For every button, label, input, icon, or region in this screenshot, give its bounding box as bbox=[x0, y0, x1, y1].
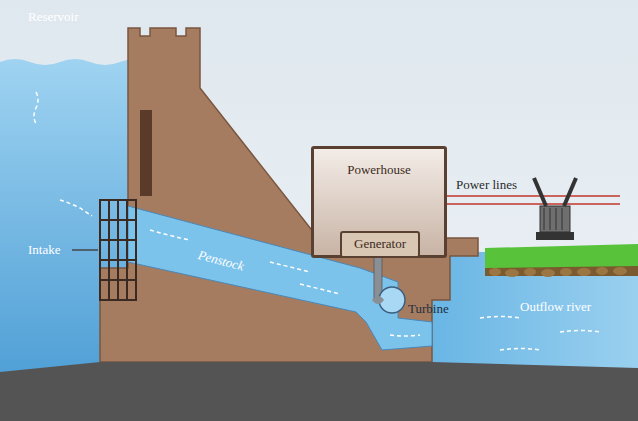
turbine-label: Turbine bbox=[408, 302, 449, 316]
intake-label: Intake bbox=[28, 243, 60, 257]
intake-leader bbox=[72, 249, 98, 250]
transformer-pylon bbox=[534, 178, 576, 240]
turbine-blade bbox=[372, 296, 384, 304]
powerhouse-title: Powerhouse bbox=[314, 163, 444, 177]
generator-box: Generator bbox=[340, 231, 420, 258]
stone-bank bbox=[485, 266, 638, 276]
river-water bbox=[420, 252, 638, 380]
bank-stones bbox=[489, 267, 627, 277]
reservoir-label: Reservoir bbox=[28, 10, 79, 24]
intake-grate bbox=[100, 200, 136, 300]
flow-marks bbox=[34, 92, 600, 350]
generator-title: Generator bbox=[342, 237, 418, 251]
outflow-river-label: Outflow river bbox=[520, 300, 591, 314]
dam-gate bbox=[140, 110, 152, 196]
bedrock bbox=[0, 362, 638, 421]
grass-bank bbox=[485, 244, 638, 270]
power-lines-label: Power lines bbox=[456, 178, 517, 192]
power-line-wires bbox=[422, 196, 620, 240]
powerhouse-box: PowerhouseGenerator bbox=[311, 146, 447, 258]
dam-body bbox=[100, 28, 478, 362]
